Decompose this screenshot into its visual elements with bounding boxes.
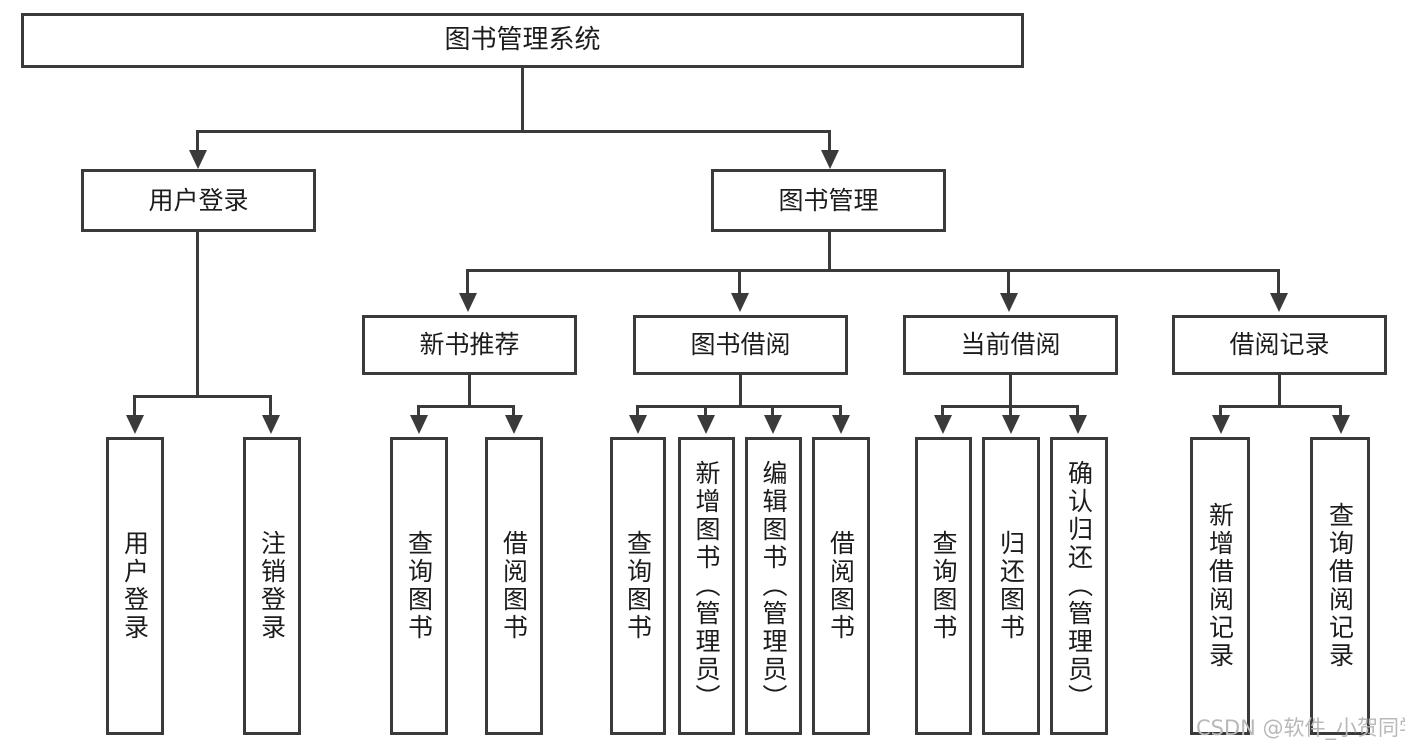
connector-current-borrow-drop-3 [1076, 405, 1079, 417]
node-leaf-return-book[interactable]: 归还图书 [982, 437, 1040, 735]
node-new-book-recommend[interactable]: 新书推荐 [362, 315, 577, 375]
node-leaf-add-book[interactable]: 新增图书（管理员） [678, 437, 735, 735]
connector-current-borrow-drop-1 [941, 405, 944, 417]
connector-book-borrow-drop-2 [704, 405, 707, 417]
connector-to-current-borrow [1007, 269, 1010, 295]
node-current-borrow[interactable]: 当前借阅 [903, 315, 1118, 375]
connector-book-manage-bus [466, 269, 1280, 272]
node-leaf-add-record[interactable]: 新增借阅记录 [1190, 437, 1250, 735]
connector-to-new-book-recommend [466, 269, 469, 295]
connector-user-login-bus [133, 395, 272, 398]
arrowhead-leaf-query-book-2 [629, 415, 647, 434]
node-label: 用户登录 [148, 185, 249, 215]
node-label: 查询图书 [404, 530, 434, 642]
connector-root-to-user-login [196, 130, 199, 152]
node-leaf-edit-book[interactable]: 编辑图书（管理员） [745, 437, 802, 735]
connector-book-borrow-stem [739, 375, 742, 407]
arrowhead-leaf-borrow-book-1 [505, 415, 523, 434]
connector-root-bus [196, 130, 831, 133]
node-label: 新增借阅记录 [1205, 502, 1235, 670]
arrowhead-book-manage [821, 150, 839, 169]
node-label: 确认归还（管理员） [1064, 460, 1094, 712]
connector-borrow-record-stem [1278, 375, 1281, 407]
arrowhead-leaf-query-record [1332, 415, 1350, 434]
node-label: 用户登录 [120, 530, 150, 642]
node-leaf-confirm-return[interactable]: 确认归还（管理员） [1050, 437, 1108, 735]
node-leaf-query-book-1[interactable]: 查询图书 [390, 437, 448, 735]
node-label: 当前借阅 [960, 330, 1061, 359]
node-label: 借阅图书 [499, 530, 529, 642]
connector-user-login-drop-2 [269, 395, 272, 417]
connector-root-to-book-manage [828, 130, 831, 152]
arrowhead-leaf-add-record [1212, 415, 1230, 434]
connector-borrow-record-drop-1 [1219, 405, 1222, 417]
arrowhead-new-book-recommend [459, 293, 477, 312]
arrowhead-leaf-return-book [1002, 415, 1020, 434]
node-leaf-borrow-book-1[interactable]: 借阅图书 [485, 437, 543, 735]
node-label: 归还图书 [996, 530, 1026, 642]
node-system-title[interactable]: 图书管理系统 [21, 13, 1024, 68]
node-leaf-borrow-book-2[interactable]: 借阅图书 [812, 437, 870, 735]
connector-book-borrow-drop-4 [839, 405, 842, 417]
arrowhead-leaf-confirm-return [1069, 415, 1087, 434]
node-leaf-query-book-3[interactable]: 查询图书 [915, 437, 972, 735]
node-leaf-user-login[interactable]: 用户登录 [106, 437, 164, 735]
arrowhead-borrow-record [1270, 293, 1288, 312]
node-label: 借阅图书 [826, 530, 856, 642]
connector-current-borrow-drop-2 [1009, 405, 1012, 417]
node-label: 图书管理 [778, 185, 879, 215]
connector-new-book-stem [468, 375, 471, 407]
connector-book-borrow-drop-3 [771, 405, 774, 417]
connector-borrow-record-drop-2 [1339, 405, 1342, 417]
connector-borrow-record-bus [1219, 405, 1342, 408]
node-book-manage[interactable]: 图书管理 [711, 169, 946, 232]
node-label: 查询图书 [623, 530, 653, 642]
node-label: 编辑图书（管理员） [759, 460, 788, 712]
connector-new-book-bus [417, 405, 515, 408]
arrowhead-leaf-borrow-book-2 [832, 415, 850, 434]
connector-book-manage-stem [828, 232, 831, 271]
connector-root-stem [521, 68, 524, 130]
connector-user-login-stem [196, 232, 199, 397]
node-label: 借阅记录 [1229, 330, 1330, 359]
connector-new-book-drop-1 [417, 405, 420, 417]
arrowhead-book-borrow [731, 293, 749, 312]
arrowhead-leaf-query-book-3 [934, 415, 952, 434]
node-book-borrow[interactable]: 图书借阅 [633, 315, 848, 375]
node-label: 图书管理系统 [444, 24, 601, 55]
connector-to-borrow-record [1277, 269, 1280, 295]
node-user-login[interactable]: 用户登录 [81, 169, 316, 232]
arrowhead-leaf-user-login [126, 415, 144, 434]
node-label: 注销登录 [257, 530, 287, 642]
connector-current-borrow-stem [1009, 375, 1012, 407]
arrowhead-user-login [189, 150, 207, 169]
arrowhead-leaf-add-book [697, 415, 715, 434]
node-leaf-query-record[interactable]: 查询借阅记录 [1310, 437, 1370, 735]
connector-new-book-drop-2 [512, 405, 515, 417]
connector-book-borrow-drop-1 [636, 405, 639, 417]
node-label: 查询借阅记录 [1325, 502, 1355, 670]
node-leaf-query-book-2[interactable]: 查询图书 [610, 437, 666, 735]
node-label: 新书推荐 [419, 330, 520, 359]
arrowhead-leaf-query-book-1 [410, 415, 428, 434]
node-label: 新增图书（管理员） [692, 460, 721, 712]
arrowhead-leaf-edit-book [764, 415, 782, 434]
node-borrow-record[interactable]: 借阅记录 [1172, 315, 1387, 375]
arrowhead-leaf-logout [262, 415, 280, 434]
node-label: 查询图书 [929, 530, 958, 642]
connector-user-login-drop-1 [133, 395, 136, 417]
connector-to-book-borrow [738, 269, 741, 295]
node-leaf-logout[interactable]: 注销登录 [243, 437, 301, 735]
connector-book-borrow-bus [636, 405, 840, 408]
arrowhead-current-borrow [1000, 293, 1018, 312]
node-label: 图书借阅 [690, 330, 791, 359]
